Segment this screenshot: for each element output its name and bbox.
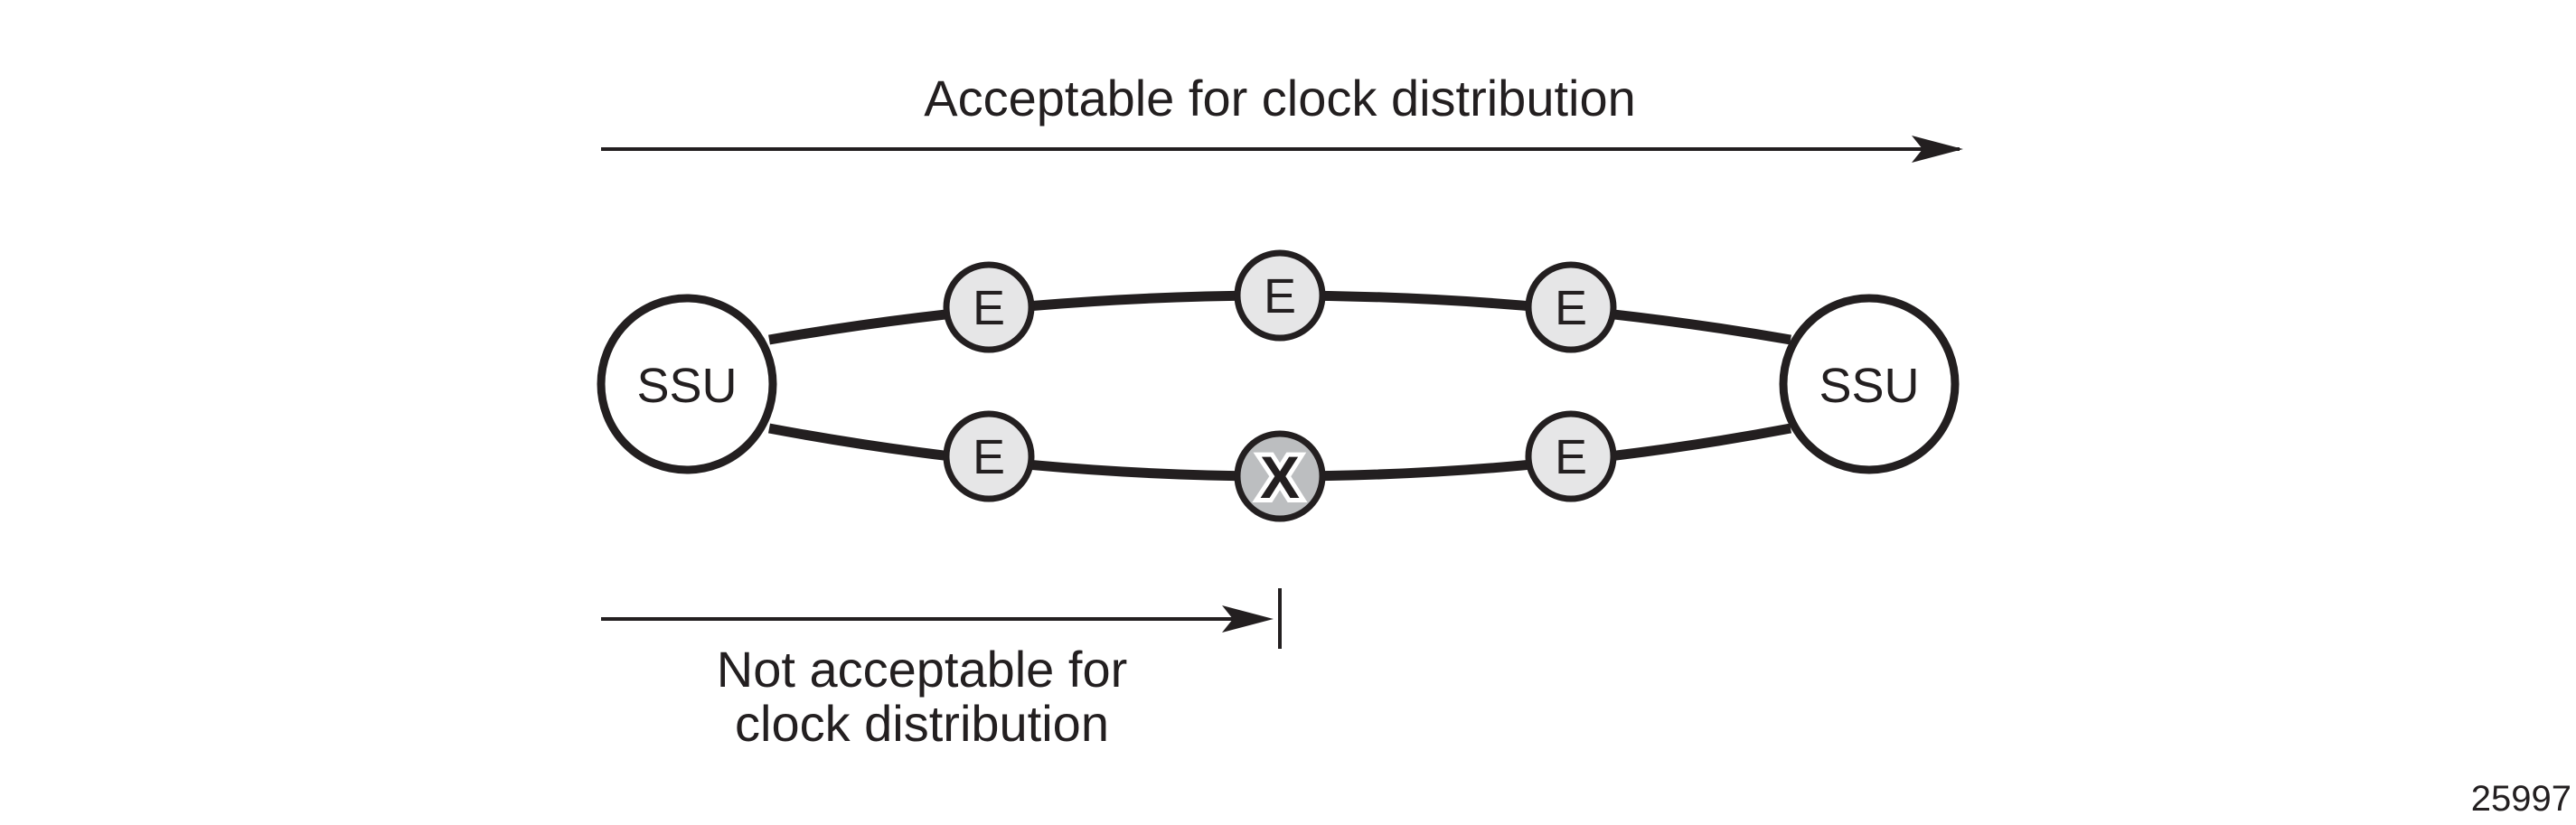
not-acceptable-label-line1: Not acceptable for — [717, 641, 1127, 698]
e-node-top-1: E — [943, 261, 1035, 353]
ssu-node-right: SSU — [1779, 294, 1960, 474]
acceptable-arrowhead — [1912, 136, 1963, 163]
acceptable-label: Acceptable for clock distribution — [924, 70, 1636, 127]
e-node-label: E — [973, 281, 1005, 335]
e-node-label: E — [973, 430, 1005, 484]
figure-id: 25997 — [2471, 779, 2571, 819]
not-acceptable-label-line2: clock distribution — [735, 695, 1109, 752]
e-node-top-2: E — [1234, 249, 1326, 342]
e-node-bottom-3: E — [1525, 410, 1617, 502]
e-node-label: E — [1555, 430, 1587, 484]
e-node-label: E — [1264, 269, 1296, 323]
e-node-label: E — [1555, 281, 1587, 335]
ssu-node-left: SSU — [597, 294, 777, 474]
not-acceptable-arrowhead — [1222, 605, 1274, 633]
ssu-right-label: SSU — [1819, 359, 1919, 413]
failed-node-x-icon: X — [1260, 444, 1300, 511]
failed-node: X — [1234, 430, 1326, 522]
ssu-left-label: SSU — [636, 359, 737, 413]
e-node-top-3: E — [1525, 261, 1617, 353]
e-node-bottom-1: E — [943, 410, 1035, 502]
